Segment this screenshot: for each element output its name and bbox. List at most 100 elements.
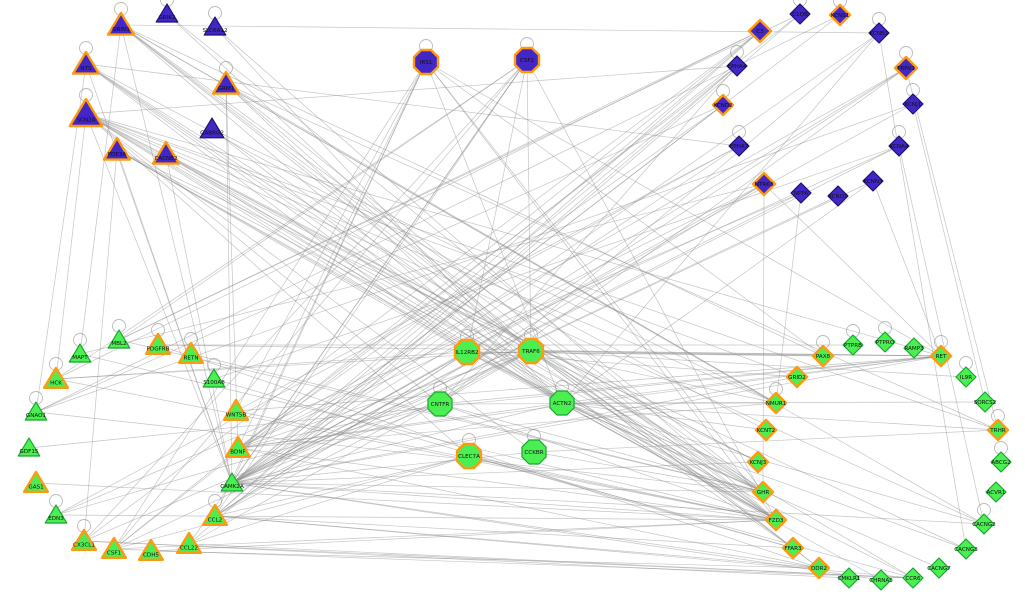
node-NTS[interactable]: NTS bbox=[71, 50, 101, 75]
diamond-shape-purple[interactable] bbox=[790, 182, 812, 204]
triangle-shape-purple[interactable] bbox=[68, 97, 104, 128]
triangle-shape-green[interactable] bbox=[137, 538, 165, 561]
diamond-shape-green[interactable] bbox=[973, 513, 995, 535]
node-IRS1[interactable]: IRS1 bbox=[412, 48, 440, 76]
node-CNTFR[interactable]: CNTFR bbox=[427, 391, 453, 417]
triangle-shape-green[interactable] bbox=[44, 504, 68, 524]
node-HCK[interactable]: HCK bbox=[42, 366, 70, 389]
node-CSF1[interactable]: CSF1 bbox=[100, 536, 128, 559]
diamond-shape-green[interactable] bbox=[842, 334, 864, 356]
node-FFAR3[interactable]: FFAR3 bbox=[781, 536, 805, 560]
diamond-shape-purple[interactable] bbox=[893, 55, 919, 81]
node-WNT5B[interactable]: WNT5B bbox=[222, 398, 250, 421]
node-CHRNA3[interactable]: CHRNA3 bbox=[869, 569, 893, 591]
octagon-shape-green[interactable] bbox=[453, 338, 481, 366]
diamond-shape-purple[interactable] bbox=[902, 93, 924, 115]
node-KCNQ3[interactable]: KCNQ3 bbox=[827, 185, 849, 207]
node-PAX8[interactable]: PAX8 bbox=[811, 344, 835, 368]
node-TRHR[interactable]: TRHR bbox=[986, 418, 1010, 442]
node-EDN3[interactable]: EDN3 bbox=[44, 504, 68, 524]
triangle-shape-purple[interactable] bbox=[155, 3, 179, 23]
node-PDE3A[interactable]: PDE3A bbox=[102, 136, 132, 161]
diamond-shape-green[interactable] bbox=[764, 508, 788, 532]
octagon-shape-purple[interactable] bbox=[412, 48, 440, 76]
diamond-shape-green[interactable] bbox=[764, 391, 788, 415]
octagon-shape-green[interactable] bbox=[521, 439, 547, 465]
node-C1QB[interactable]: C1QB bbox=[789, 3, 811, 25]
triangle-shape-purple[interactable] bbox=[71, 50, 101, 75]
diamond-shape-purple[interactable] bbox=[728, 135, 750, 157]
node-EPHA7[interactable]: EPHA7 bbox=[728, 135, 750, 157]
diamond-shape-purple[interactable] bbox=[789, 3, 811, 25]
octagon-shape-green[interactable] bbox=[517, 337, 545, 365]
node-CSF2[interactable]: CSF2 bbox=[513, 46, 541, 74]
octagon-shape-green[interactable] bbox=[427, 391, 453, 417]
diamond-shape-green[interactable] bbox=[785, 365, 809, 389]
node-CLEC7A[interactable]: CLEC7A bbox=[455, 442, 483, 470]
node-KCNJ1[interactable]: KCNJ1 bbox=[902, 93, 924, 115]
node-C3[interactable]: C3 bbox=[747, 18, 773, 44]
node-NMUR1[interactable]: NMUR1 bbox=[764, 391, 788, 415]
node-TRPV1[interactable]: TRPV1 bbox=[893, 55, 919, 81]
diamond-shape-purple[interactable] bbox=[747, 18, 773, 44]
node-MAPT[interactable]: MAPT bbox=[68, 343, 92, 363]
triangle-shape-purple[interactable] bbox=[106, 11, 136, 36]
triangle-shape-purple[interactable] bbox=[211, 70, 241, 95]
triangle-shape-green[interactable] bbox=[202, 368, 226, 388]
node-KCNA4[interactable]: KCNA4 bbox=[888, 135, 910, 157]
triangle-shape-green[interactable] bbox=[17, 437, 41, 457]
node-CX3CL1[interactable]: CX3CL1 bbox=[70, 528, 98, 551]
diamond-shape-green[interactable] bbox=[902, 567, 924, 589]
diamond-shape-green[interactable] bbox=[870, 569, 892, 591]
node-PTPRB[interactable]: PTPRB bbox=[842, 334, 864, 356]
node-IL9R[interactable]: IL9R bbox=[955, 366, 977, 388]
diamond-shape-green[interactable] bbox=[928, 557, 950, 579]
diamond-shape-green[interactable] bbox=[929, 344, 953, 368]
diamond-shape-green[interactable] bbox=[986, 418, 1010, 442]
node-RAMP3[interactable]: RAMP3 bbox=[903, 337, 925, 359]
diamond-shape-green[interactable] bbox=[874, 331, 896, 353]
node-KCNB1[interactable]: KCNB1 bbox=[868, 22, 890, 44]
triangle-shape-green[interactable] bbox=[201, 503, 229, 526]
diamond-shape-green[interactable] bbox=[811, 344, 835, 368]
diamond-shape-purple[interactable] bbox=[828, 3, 852, 27]
triangle-shape-green[interactable] bbox=[144, 332, 172, 355]
diamond-shape-purple[interactable] bbox=[888, 135, 910, 157]
diamond-shape-green[interactable] bbox=[754, 418, 778, 442]
node-MBL2[interactable]: MBL2 bbox=[107, 329, 131, 349]
node-GRIK2[interactable]: GRIK2 bbox=[155, 3, 179, 23]
node-RETN[interactable]: RETN bbox=[177, 341, 205, 364]
triangle-shape-purple[interactable] bbox=[203, 16, 227, 36]
node-KCNN3[interactable]: KCNN3 bbox=[862, 170, 884, 192]
node-CCL22[interactable]: CCL22 bbox=[175, 531, 203, 554]
node-CACNB2[interactable]: CACNB2 bbox=[151, 140, 181, 165]
node-SCN2A[interactable]: SCN2A bbox=[68, 97, 104, 128]
diamond-shape-green[interactable] bbox=[807, 556, 831, 580]
triangle-shape-green[interactable] bbox=[177, 341, 205, 364]
diamond-shape-purple[interactable] bbox=[862, 170, 884, 192]
diamond-shape-purple[interactable] bbox=[751, 171, 777, 197]
node-ACTN2[interactable]: ACTN2 bbox=[549, 390, 575, 416]
triangle-shape-green[interactable] bbox=[24, 401, 48, 421]
node-CCKBR[interactable]: CCKBR bbox=[521, 439, 547, 465]
node-CCL2[interactable]: CCL2 bbox=[201, 503, 229, 526]
node-NPPA[interactable]: NPPA bbox=[790, 182, 812, 204]
node-ACVR1[interactable]: ACVR1 bbox=[985, 481, 1007, 503]
node-CMKLR1[interactable]: CMKLR1 bbox=[838, 567, 861, 589]
node-CCR6[interactable]: CCR6 bbox=[902, 567, 924, 589]
diamond-shape-green[interactable] bbox=[903, 337, 925, 359]
diamond-shape-purple[interactable] bbox=[827, 185, 849, 207]
triangle-shape-green[interactable] bbox=[70, 528, 98, 551]
triangle-shape-purple[interactable] bbox=[102, 136, 132, 161]
diamond-shape-green[interactable] bbox=[985, 481, 1007, 503]
diamond-shape-green[interactable] bbox=[781, 536, 805, 560]
node-CACNG2[interactable]: CACNG2 bbox=[972, 513, 996, 535]
diamond-shape-green[interactable] bbox=[974, 391, 996, 413]
triangle-shape-green[interactable] bbox=[68, 343, 92, 363]
node-GAS1[interactable]: GAS1 bbox=[22, 470, 50, 493]
diamond-shape-green[interactable] bbox=[751, 480, 775, 504]
diamond-shape-green[interactable] bbox=[746, 450, 770, 474]
node-IL12RB2[interactable]: IL12RB2 bbox=[453, 338, 481, 366]
